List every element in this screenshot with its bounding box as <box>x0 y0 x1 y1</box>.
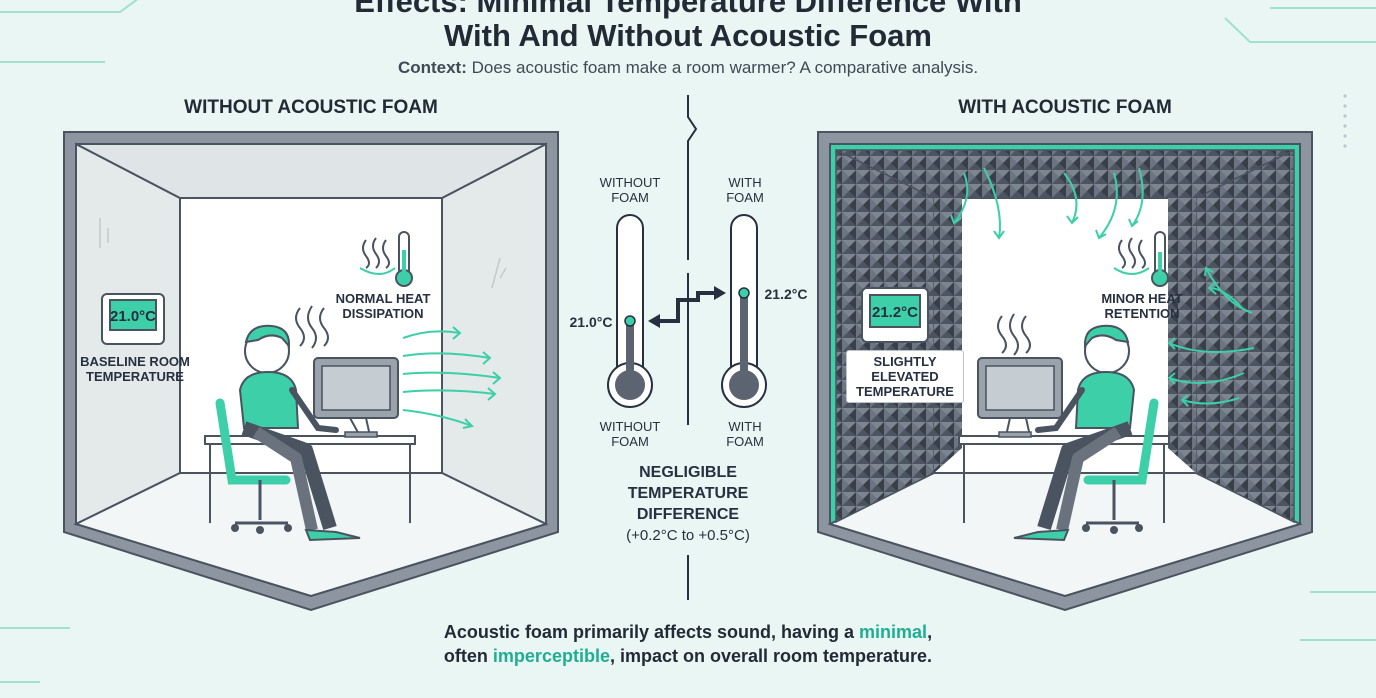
thermo-right-top-line-1: WITH <box>728 175 762 190</box>
thermo-right-bottom-line-1: WITH <box>728 419 762 434</box>
thermo-left-top-line-1: WITHOUT <box>599 175 661 190</box>
thermo-right-top-label: WITH FOAM <box>705 175 785 205</box>
right-thermostat <box>861 287 929 343</box>
footer-accent-minimal: minimal <box>859 622 928 642</box>
thermo-left-bottom-label: WITHOUT FOAM <box>586 419 674 449</box>
thermo-right-value: 21.2°C <box>764 286 808 302</box>
negligible-line-2: TEMPERATURE <box>627 485 749 502</box>
negligible-line-3: DIFFERENCE <box>636 506 740 523</box>
negligible-line-1: NEGLIGIBLE <box>639 464 737 481</box>
page-title-line-2: With And Without Acoustic Foam <box>444 18 932 53</box>
thermo-right-bottom-line-2: FOAM <box>726 434 764 449</box>
footer-line-1: Acoustic foam primarily affects sound, h… <box>0 620 1376 644</box>
footer-text-2: , <box>927 622 933 642</box>
footer-text-3: often <box>443 646 493 666</box>
context-line: Context: Does acoustic foam make a room … <box>0 58 1376 78</box>
negligible-range: (+0.2°C to +0.5°C) <box>626 527 750 544</box>
context-text: Does acoustic foam make a room warmer? A… <box>471 58 979 77</box>
left-room-illustration: 21.0°C <box>63 131 559 612</box>
negligible-difference-callout: NEGLIGIBLE TEMPERATURE DIFFERENCE (+0.2°… <box>590 462 786 546</box>
left-thermostat-label-line-2: TEMPERATURE <box>86 369 184 384</box>
thermo-right-bottom-label: WITH FOAM <box>705 419 785 449</box>
context-label: Context: <box>397 58 467 77</box>
center-comparison <box>607 95 767 600</box>
left-thermostat-label: BASELINE ROOM TEMPERATURE <box>72 354 198 384</box>
thermo-right-top-line-2: FOAM <box>726 190 764 205</box>
left-thermostat <box>101 293 165 345</box>
right-thermostat-label-line-2: ELEVATED <box>871 369 939 384</box>
left-thermostat-label-line-1: BASELINE ROOM <box>80 354 190 369</box>
right-heat-label-line-2: RETENTION <box>1104 306 1180 321</box>
footer-line-2: often imperceptible, impact on overall r… <box>0 644 1376 668</box>
right-heat-label-line-1: MINOR HEAT <box>1101 291 1183 306</box>
thermometer-left-level-marker <box>624 315 636 327</box>
right-thermostat-label-line-1: SLIGHTLY <box>873 354 937 369</box>
thermo-left-top-line-2: FOAM <box>611 190 649 205</box>
left-thermostat-reading: 21.0°C <box>110 308 156 325</box>
left-heat-thermometer-icon <box>359 231 413 287</box>
left-heat-label: NORMAL HEAT DISSIPATION <box>325 291 441 321</box>
footer-text-4: , impact on overall room temperature. <box>609 646 933 666</box>
page-title-line-1: Effects: Minimal Temperature Difference … <box>354 0 1022 19</box>
right-thermostat-reading: 21.2°C <box>872 304 918 321</box>
right-heat-thermometer-icon <box>1113 231 1169 287</box>
right-heat-label: MINOR HEAT RETENTION <box>1092 291 1192 321</box>
thermo-left-bottom-line-1: WITHOUT <box>599 419 661 434</box>
right-panel-heading: WITH ACOUSTIC FOAM <box>958 97 1172 118</box>
thermometer-right-level-marker <box>738 287 750 299</box>
left-panel-heading: WITHOUT ACOUSTIC FOAM <box>184 97 438 118</box>
footer-text-1: Acoustic foam primarily affects sound, h… <box>443 622 860 642</box>
left-heat-label-line-2: DISSIPATION <box>342 306 424 321</box>
right-thermostat-label-line-3: TEMPERATURE <box>856 384 954 399</box>
right-room-illustration: 21.2°C <box>817 131 1313 612</box>
thermo-left-top-label: WITHOUT FOAM <box>586 175 674 205</box>
footer-summary: Acoustic foam primarily affects sound, h… <box>0 620 1376 668</box>
thermo-left-value: 21.0°C <box>569 314 613 330</box>
left-heat-label-line-1: NORMAL HEAT <box>335 291 431 306</box>
thermo-left-bottom-line-2: FOAM <box>611 434 649 449</box>
right-thermostat-label: SLIGHTLY ELEVATED TEMPERATURE <box>846 350 964 403</box>
footer-accent-imperceptible: imperceptible <box>492 646 610 666</box>
